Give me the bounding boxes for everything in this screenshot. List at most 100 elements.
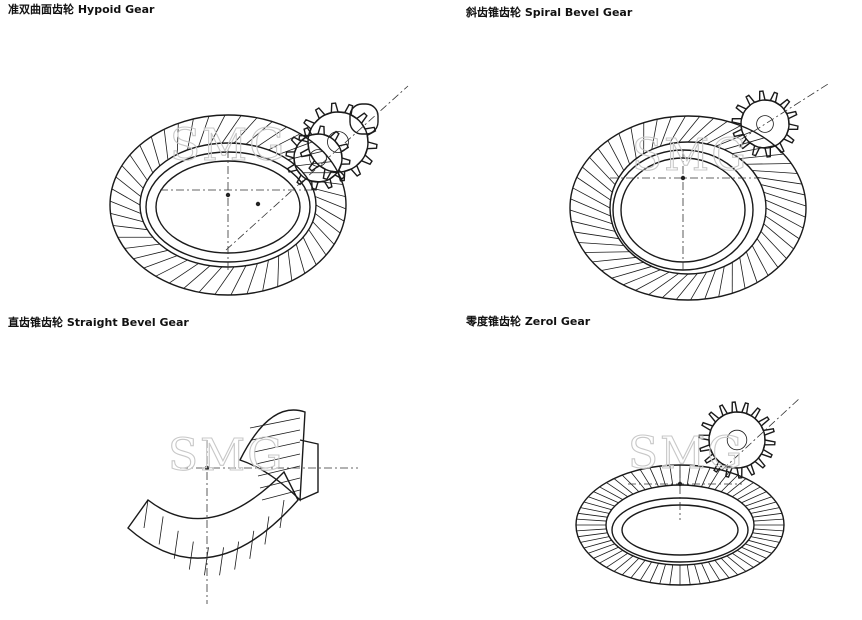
ring-tooth [752, 170, 798, 174]
ring-tooth [649, 467, 659, 487]
ring-tooth [741, 491, 767, 504]
zerol-ring-inner [621, 504, 739, 556]
ring-tooth [593, 491, 619, 504]
ring-tooth [279, 499, 285, 529]
pinion-tooth [251, 429, 301, 441]
ring-tooth [659, 116, 672, 147]
ring-tooth [129, 154, 148, 181]
ring-tooth [678, 116, 700, 143]
ring-tooth [188, 541, 194, 570]
ring-tooth [737, 486, 761, 500]
ring-tooth [718, 266, 725, 297]
ring-tooth [613, 478, 634, 495]
ring-outer-edge [569, 115, 807, 301]
ring-tooth [287, 250, 293, 281]
ring-tooth [143, 255, 178, 269]
ring-tooth [584, 251, 630, 253]
ring-tooth [763, 223, 794, 250]
ring-tooth [574, 231, 619, 240]
ring-tooth [312, 221, 335, 245]
ring-tooth [739, 257, 746, 289]
pinion-tooth [253, 441, 301, 453]
ring-tooth [219, 547, 224, 576]
ring-tooth [760, 184, 805, 196]
ring-tooth [732, 552, 754, 568]
ring-tooth [635, 271, 670, 291]
ring-tooth [745, 496, 772, 507]
ring-tooth [176, 123, 179, 155]
ring-outer-edge [109, 114, 347, 296]
ring-tooth [746, 163, 792, 165]
straight-pinion-segment [239, 409, 306, 502]
ring-tooth [183, 265, 211, 289]
ring-tooth [150, 136, 161, 166]
pinion-hub [756, 115, 774, 133]
ring-tooth [576, 176, 611, 201]
ring-segment-outline [127, 470, 299, 559]
ring-tooth [601, 261, 644, 271]
ring-tooth [763, 191, 807, 207]
ring-tooth [639, 469, 653, 489]
ring-tooth [649, 563, 659, 583]
ring-tooth [765, 215, 800, 240]
ring-tooth [158, 516, 164, 545]
ring-tooth [569, 209, 613, 225]
zerol-axis-pinion [721, 397, 801, 471]
ring-tooth [570, 198, 611, 217]
ring-tooth [599, 550, 623, 564]
ring-tooth [752, 512, 783, 518]
zerol-pinion [698, 401, 776, 479]
ring-tooth [576, 518, 607, 522]
ring-tooth [302, 237, 317, 265]
ring-tooth [187, 118, 194, 151]
straight-ring-gear-segment [127, 470, 299, 576]
ring-tooth [606, 482, 628, 498]
ring-tooth [115, 176, 142, 197]
ring-tooth [214, 266, 235, 295]
watermark-straight: SMG [168, 430, 284, 481]
pinion-hub [726, 429, 748, 451]
pinion-teeth [285, 125, 351, 191]
ring-tooth [630, 127, 637, 159]
zerol-center-mark [677, 481, 683, 487]
ring-tooth [249, 530, 255, 559]
caption-zerol-gear: 零度锥齿轮 Zerol Gear [466, 315, 591, 328]
ring-tooth [113, 225, 148, 231]
spiral-pinion [731, 90, 799, 158]
straight-center-mark [204, 465, 210, 471]
spiral-ring-gear [569, 115, 807, 301]
ring-tooth [133, 249, 169, 260]
ring-tooth [704, 269, 717, 300]
ring-tooth [669, 564, 674, 585]
ring-tooth [737, 550, 761, 564]
pinion-tooth [249, 417, 301, 429]
ring-tooth [739, 153, 784, 159]
hypoid-pinion-shaft [349, 103, 379, 135]
caption-hypoid-gear: 准双曲面齿轮 Hypoid Gear [8, 3, 155, 16]
ring-tooth [580, 536, 610, 543]
ring-tooth [599, 486, 623, 500]
ring-tooth [571, 220, 616, 232]
pinion-teeth [731, 90, 799, 158]
zerol-ring-gear [575, 464, 785, 586]
ring-tooth [630, 560, 646, 579]
ring-tooth [726, 555, 747, 572]
ring-tooth [245, 121, 273, 145]
ring-tooth [262, 259, 269, 292]
ring-tooth [746, 251, 758, 283]
ring-tooth [621, 474, 640, 493]
ring-tooth [308, 179, 343, 185]
ring-tooth [639, 561, 653, 581]
caption-spiral-bevel-gear: 斜齿锥齿轮 Spiral Bevel Gear [466, 6, 633, 19]
ring-tooth [715, 130, 754, 147]
ring-tooth [690, 271, 708, 301]
ring-tooth [745, 543, 772, 554]
ring-tooth [668, 115, 686, 145]
ring-tooth [315, 204, 345, 222]
ring-tooth [295, 244, 306, 274]
ring-tooth [110, 212, 144, 223]
ring-tooth [312, 187, 346, 198]
ring-tooth [720, 474, 739, 493]
